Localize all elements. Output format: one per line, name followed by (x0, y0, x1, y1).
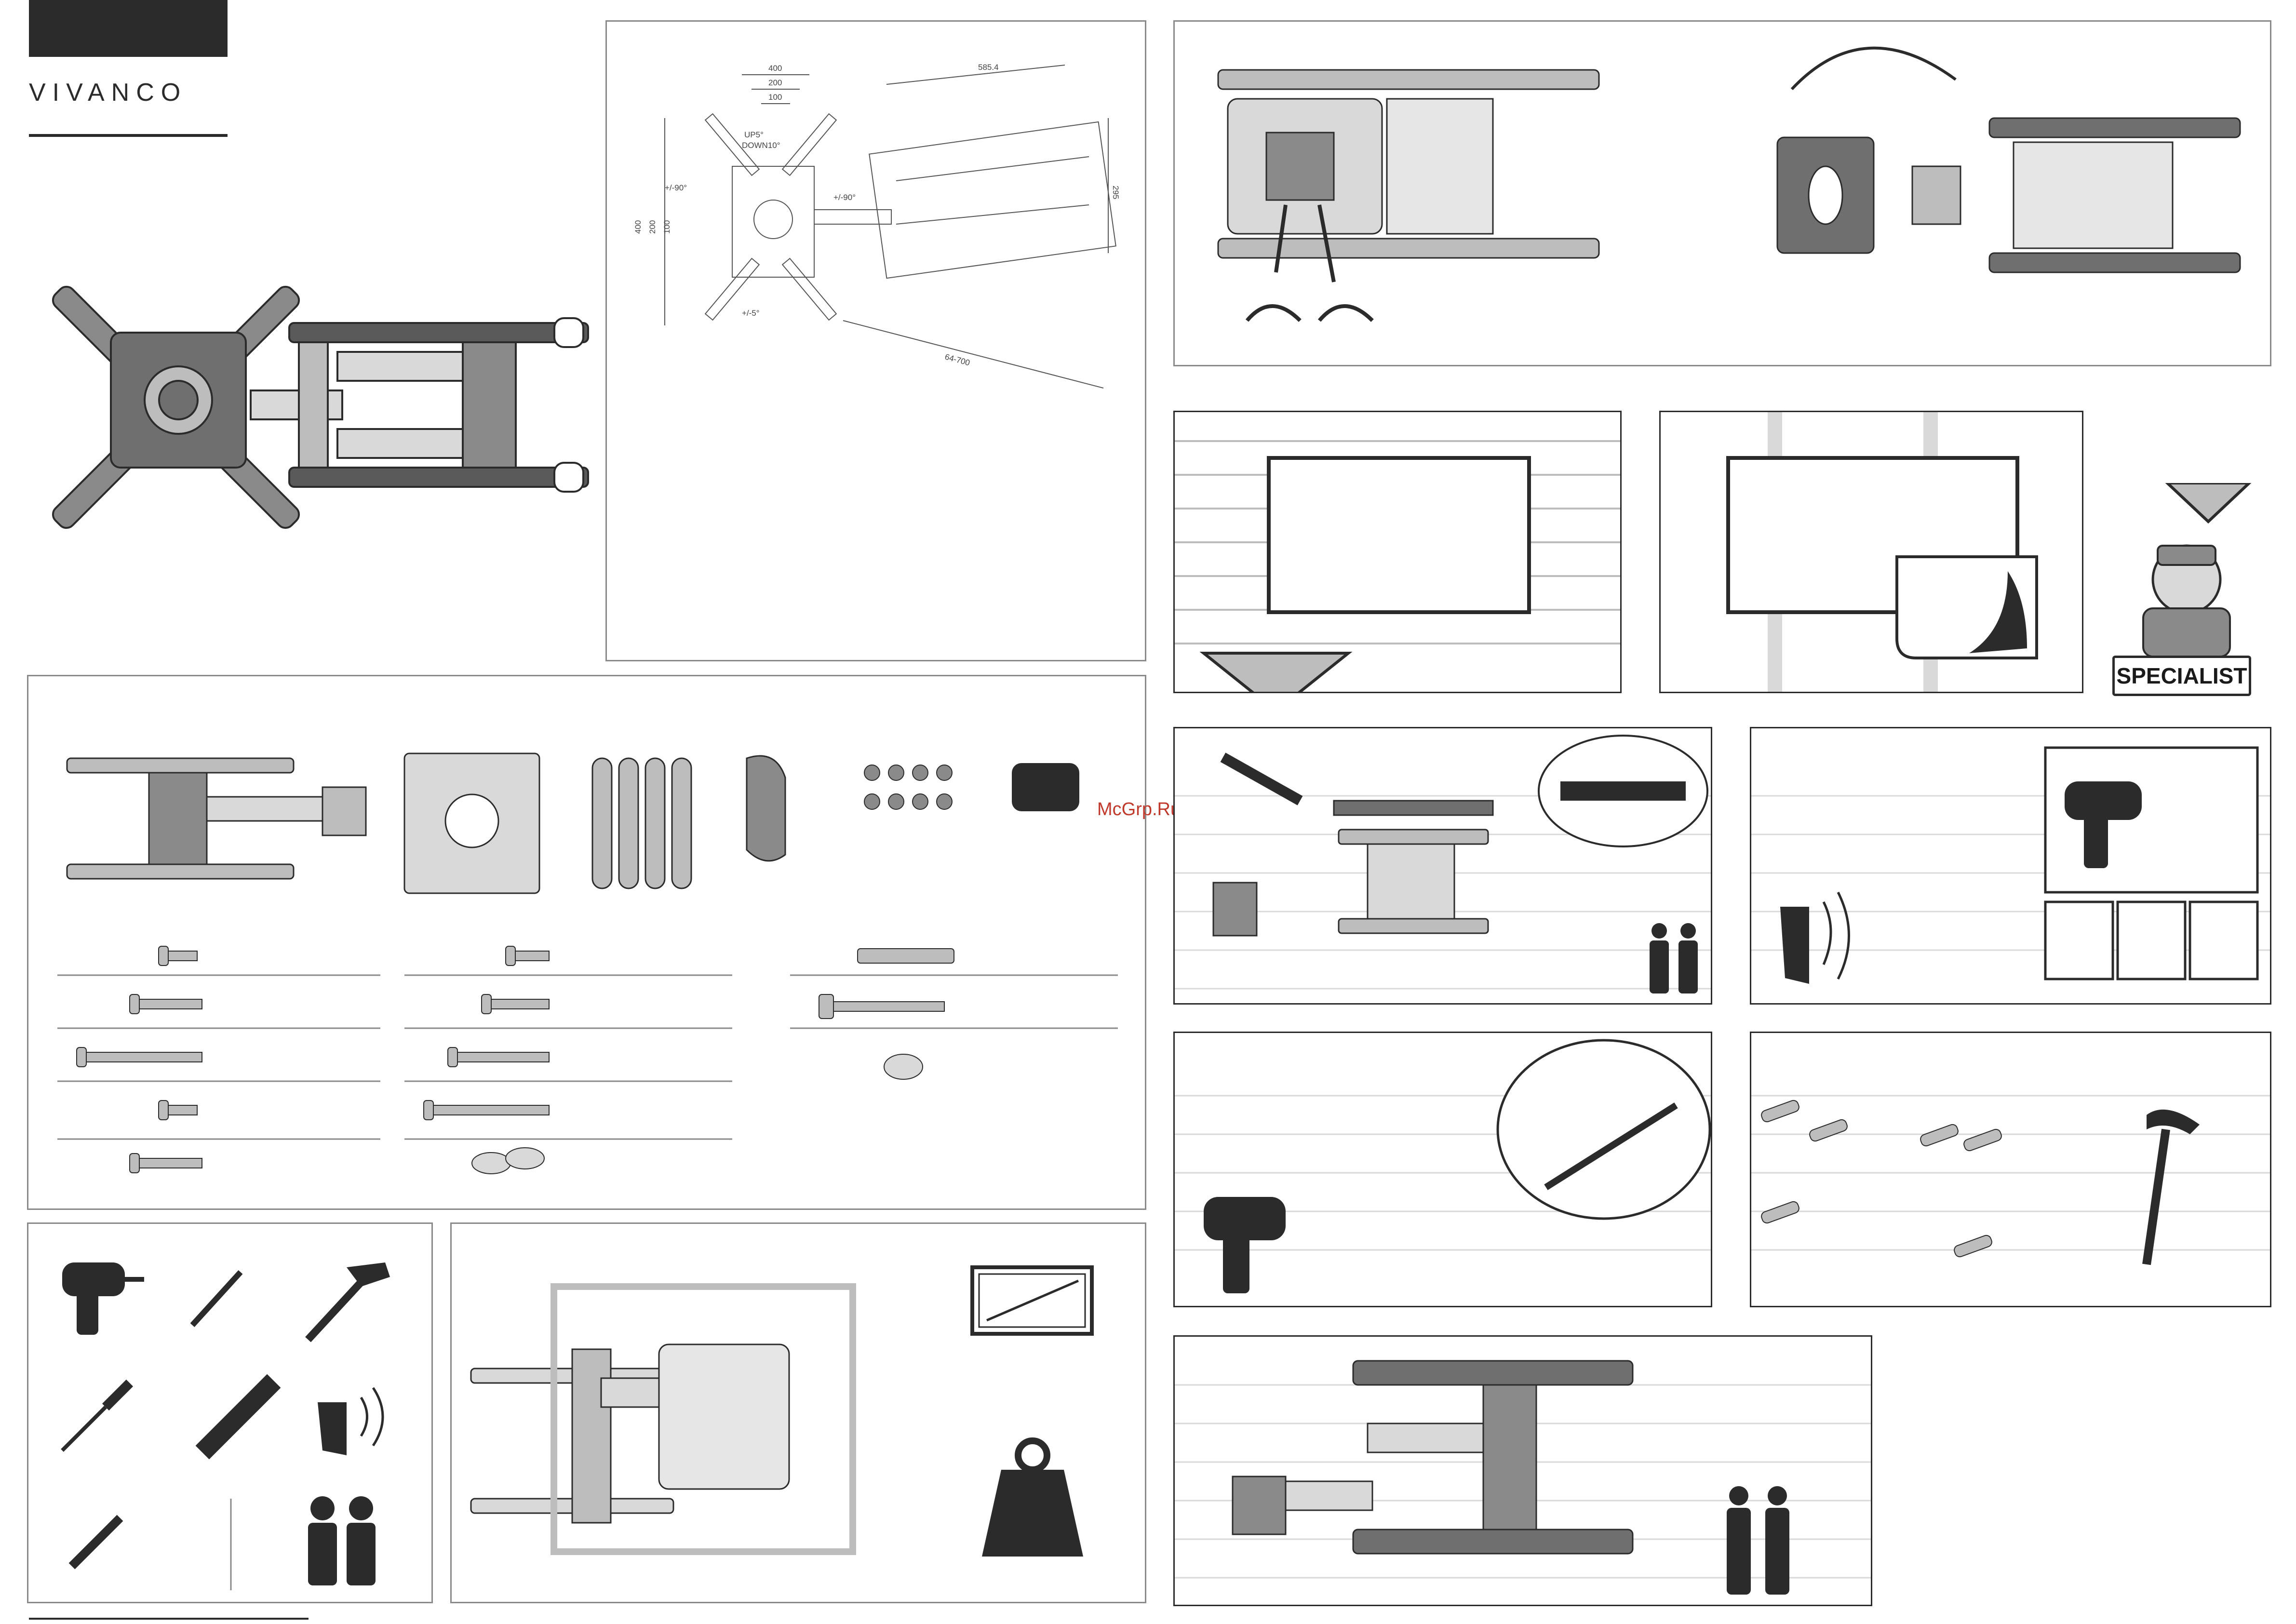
dim-tilt-down: DOWN10° (742, 141, 780, 150)
step-check-cables-panel (1750, 727, 2271, 1005)
watermark: McGrp.Ru (1097, 799, 1181, 820)
step-mount-bracket-panel (1173, 1335, 1872, 1606)
step-remove-plate-panel (1173, 20, 2271, 366)
spirit-level-icon (1560, 781, 1686, 801)
drill-icon (1204, 1197, 1286, 1293)
zoom-callout (1498, 1040, 1710, 1219)
dim-extension: 64-700 (944, 352, 971, 368)
step-drill-holes-panel (1173, 1032, 1712, 1307)
pencil-icon (72, 1518, 120, 1566)
tv-size-weight (452, 1224, 1146, 1603)
dim-vesa-200: 200 (768, 78, 782, 87)
wall-dowels (1760, 1099, 2002, 1258)
dim-vesa-h-200: 200 (648, 220, 657, 234)
step-insert-dowels (1751, 1033, 2271, 1307)
screwdriver-icon (62, 1383, 130, 1450)
indicator-triangle (1204, 653, 1348, 693)
flip-arrow (1792, 48, 1956, 89)
two-persons-icon (1650, 923, 1698, 993)
dim-vesa-400: 400 (768, 64, 782, 73)
step-insert-dowels-panel (1750, 1032, 2271, 1307)
tv-size-weight-panel (450, 1222, 1146, 1603)
hammer-icon (2147, 1110, 2200, 1264)
step-check-cables (1751, 728, 2271, 1005)
part-strips (592, 758, 691, 888)
drill-icon (62, 1262, 144, 1335)
pencil-icon (1223, 757, 1300, 801)
parts-list (28, 676, 1146, 1210)
drill-bit-icon (192, 1272, 241, 1325)
tools-panel (27, 1222, 433, 1603)
wall-drywall (1661, 412, 2083, 693)
water-pipe-icon (2190, 902, 2257, 979)
step-mark-holes (1175, 728, 1712, 1005)
part-spacer (1012, 763, 1079, 811)
step-remove-plate (1175, 22, 2271, 366)
dim-swivel-left: +/-90° (665, 183, 687, 192)
dim-rotate: +/-5° (742, 309, 760, 318)
dim-vesa-h-100: 100 (662, 220, 671, 234)
wall-type-drywall-panel (1659, 411, 2083, 693)
stud-finder-icon (318, 1388, 383, 1455)
footer-rule (29, 1618, 309, 1620)
two-persons-icon (308, 1496, 376, 1585)
dim-vesa-h-400: 400 (633, 220, 643, 234)
dim-tilt-up: UP5° (744, 130, 764, 139)
wall-type-brick-panel (1173, 411, 1622, 693)
step-mark-holes-panel (1173, 727, 1712, 1005)
specialist-label: SPECIALIST (2112, 656, 2251, 696)
dimension-drawing-panel: 400 200 100 400 200 100 UP5° DOWN10° +/-… (605, 20, 1146, 661)
tools-list (28, 1224, 433, 1603)
dim-swivel-right: +/-90° (833, 193, 856, 202)
tv-screen-icon (1269, 458, 1529, 612)
wall-brick (1175, 412, 1622, 693)
step-drill-holes (1175, 1033, 1712, 1307)
parts-list-panel (27, 675, 1146, 1210)
step-mount-bracket (1175, 1337, 1872, 1606)
part-wall-arm (67, 758, 366, 879)
specialist-icon (2109, 483, 2254, 661)
dim-height: 295 (1111, 186, 1120, 199)
spirit-level-icon (196, 1374, 281, 1460)
electric-hazard-icon (2045, 902, 2113, 979)
part-nuts (864, 765, 952, 809)
part-cable-clip (747, 756, 785, 861)
dim-width: 585.4 (978, 63, 999, 72)
brand-bar (29, 0, 228, 57)
stud-finder-icon (1780, 892, 1849, 984)
brand-rule (29, 134, 228, 137)
hammer-icon (308, 1262, 390, 1340)
dim-vesa-100: 100 (768, 93, 782, 102)
weight-icon (982, 1441, 1083, 1557)
brand-logo: VIVANCO (29, 78, 228, 107)
dimension-drawing: 400 200 100 400 200 100 UP5° DOWN10° +/-… (607, 22, 1146, 661)
product-overview-illustration (48, 260, 598, 569)
